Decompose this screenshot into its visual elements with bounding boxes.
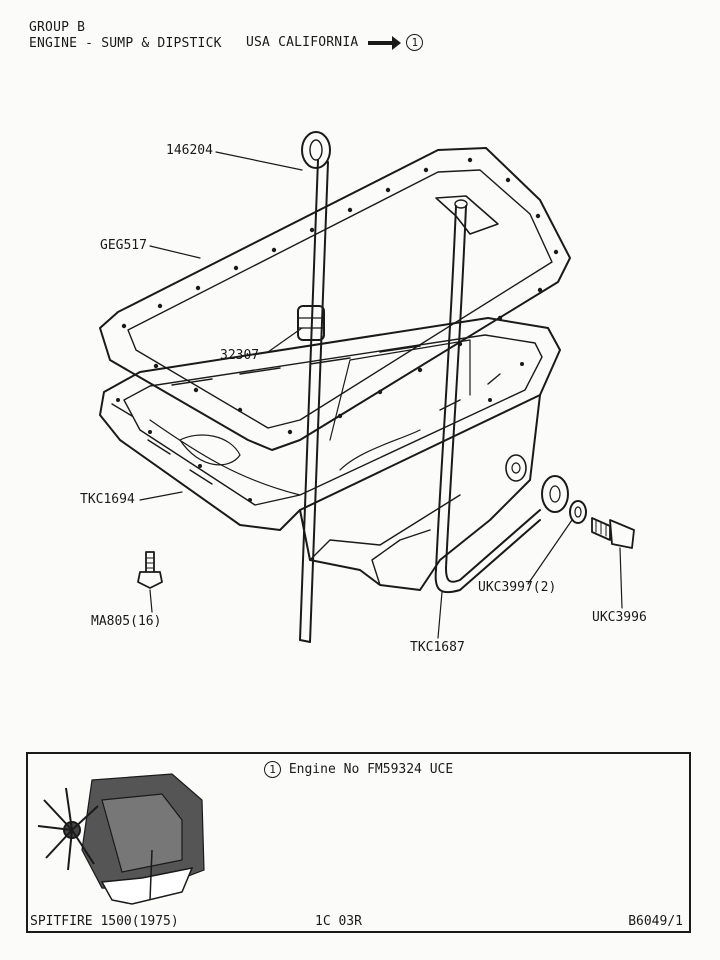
grommet: [297, 305, 325, 341]
drawing-number: B6049/1: [628, 914, 683, 929]
part-label-dipstick: 146204: [166, 143, 213, 158]
engine-note-text: Engine No FM59324 UCE: [288, 762, 454, 777]
banjo-eye: [541, 475, 569, 513]
market-text: USA CALIFORNIA: [246, 35, 359, 50]
market-label: USA CALIFORNIA 1: [246, 34, 424, 51]
drain-bolt: [591, 517, 635, 549]
info-panel: 1 Engine No FM59324 UCE SPITFIRE 1500(19…: [26, 752, 691, 933]
page-title: ENGINE - SUMP & DIPSTICK: [29, 36, 222, 51]
model-label: SPITFIRE 1500(1975): [30, 914, 182, 929]
part-label-washer: UKC3997(2): [478, 580, 557, 595]
group-label: GROUP B: [29, 20, 86, 35]
part-label-bolt: MA805(16): [91, 614, 162, 629]
part-label-gasket: GEG517: [100, 238, 147, 253]
dipstick: [299, 159, 329, 643]
arrow-right-icon: [368, 35, 402, 50]
note-number-circle: 1: [264, 761, 281, 778]
part-label-grommet: 32307: [220, 348, 260, 363]
dipstick-tube: [434, 205, 541, 594]
ref-number-circle: 1: [406, 34, 424, 51]
part-label-sump: TKC1694: [80, 492, 135, 507]
sump-flange: [99, 317, 561, 531]
dipstick-loop: [301, 131, 331, 169]
bolt: [137, 551, 163, 589]
gasket-outline: [99, 147, 571, 451]
engine-thumbnail: [37, 773, 205, 905]
sump-highlight: [100, 866, 194, 905]
part-label-drain-plug: UKC3996: [592, 610, 647, 625]
washer: [569, 500, 587, 524]
part-label-dipstick-tube: TKC1687: [410, 640, 465, 655]
page-code: 1C 03R: [315, 914, 362, 929]
gasket-holes: [116, 157, 559, 502]
sump-slots: [111, 345, 501, 485]
sump-body: [299, 394, 541, 591]
engine-note: 1 Engine No FM59324 UCE: [264, 761, 453, 778]
fan-blades: [37, 787, 99, 871]
